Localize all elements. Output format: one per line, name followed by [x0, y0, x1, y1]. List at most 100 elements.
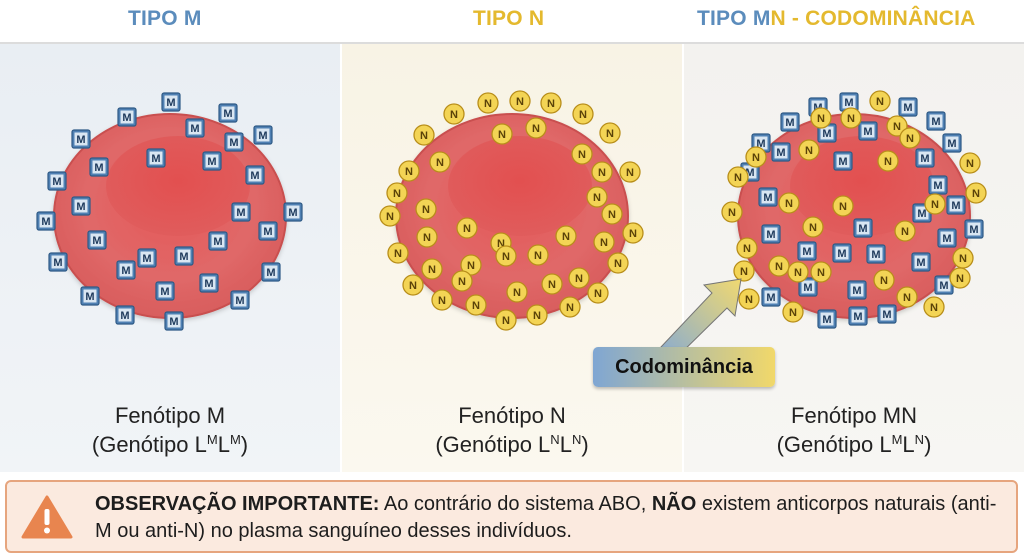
svg-text:N: N	[745, 294, 753, 306]
antigen-m-square: M	[898, 97, 918, 117]
svg-text:M: M	[85, 291, 94, 303]
antigen-n-circle: N	[591, 161, 613, 183]
antigen-n-circle: N	[949, 267, 971, 289]
header-divider	[0, 42, 1024, 44]
antigen-m-square: M	[202, 151, 222, 171]
svg-text:M: M	[939, 280, 948, 292]
antigen-m-square: M	[847, 280, 867, 300]
antigen-m-square: M	[911, 252, 931, 272]
panel-divider	[340, 44, 342, 472]
antigen-n-circle: N	[421, 258, 443, 280]
antigen-n-circle: N	[959, 152, 981, 174]
svg-text:M: M	[121, 265, 130, 277]
antigen-m-square: M	[258, 221, 278, 241]
svg-text:N: N	[608, 209, 616, 221]
svg-text:M: M	[951, 200, 960, 212]
antigen-n-circle: N	[571, 143, 593, 165]
antigen-n-circle: N	[607, 252, 629, 274]
svg-text:M: M	[266, 267, 275, 279]
antigen-n-circle: N	[491, 123, 513, 145]
antigen-n-circle: N	[527, 244, 549, 266]
antigen-n-circle: N	[495, 309, 517, 331]
antigen-n-circle: N	[465, 294, 487, 316]
antigen-n-circle: N	[495, 245, 517, 267]
svg-text:M: M	[169, 316, 178, 328]
codominance-label: Codominância	[593, 347, 775, 387]
svg-text:N: N	[409, 280, 417, 292]
antigen-n-circle: N	[416, 226, 438, 248]
svg-text:N: N	[594, 288, 602, 300]
svg-text:M: M	[229, 137, 238, 149]
antigen-n-circle: N	[733, 260, 755, 282]
svg-text:N: N	[420, 130, 428, 142]
svg-text:N: N	[497, 238, 505, 250]
antigen-n-circle: N	[540, 92, 562, 114]
title-tipo-m: TIPO M	[128, 7, 202, 30]
antigen-n-circle: N	[619, 161, 641, 183]
svg-text:N: N	[901, 226, 909, 238]
svg-text:N: N	[578, 149, 586, 161]
svg-text:M: M	[822, 128, 831, 140]
antigen-n-circle: N	[727, 166, 749, 188]
antigen-n-circle: N	[896, 286, 918, 308]
phenotype-label: Fenótipo MN	[791, 403, 917, 428]
svg-text:N: N	[566, 302, 574, 314]
svg-text:M: M	[52, 176, 61, 188]
antigen-n-circle: N	[477, 92, 499, 114]
svg-text:M: M	[207, 156, 216, 168]
antigen-m-square: M	[71, 196, 91, 216]
svg-text:M: M	[235, 295, 244, 307]
antigen-m-square: M	[915, 148, 935, 168]
svg-text:N: N	[516, 96, 524, 108]
note-text-2: existem anticorpos naturais (anti-M ou a…	[95, 493, 997, 542]
antigen-n-circle: N	[456, 217, 478, 239]
antigen-m-square: M	[231, 202, 251, 222]
svg-text:N: N	[386, 211, 394, 223]
antigen-n-circle: N	[601, 203, 623, 225]
antigen-m-square: M	[942, 133, 962, 153]
svg-text:N: N	[740, 266, 748, 278]
antigen-m-square: M	[115, 305, 135, 325]
antigen-m-square: M	[761, 224, 781, 244]
svg-text:M: M	[94, 162, 103, 174]
antigen-m-square: M	[771, 142, 791, 162]
svg-text:N: N	[458, 276, 466, 288]
antigen-n-circle: N	[810, 261, 832, 283]
note-bold-lead: OBSERVAÇÃO IMPORTANTE:	[95, 493, 380, 515]
genotype-label: (Genótipo LMLM)	[91, 432, 249, 457]
svg-text:N: N	[547, 98, 555, 110]
svg-text:N: N	[839, 201, 847, 213]
antigen-n-circle: N	[506, 281, 528, 303]
note-text: OBSERVAÇÃO IMPORTANTE: Ao contrário do s…	[95, 491, 1005, 545]
svg-text:M: M	[41, 216, 50, 228]
title-mn-rest: N - CODOMINÂNCIA	[770, 7, 976, 30]
antigen-n-circle: N	[899, 127, 921, 149]
antigen-m-square: M	[137, 248, 157, 268]
svg-text:M: M	[969, 224, 978, 236]
antigen-n-circle: N	[738, 288, 760, 310]
antigen-n-circle: N	[568, 267, 590, 289]
svg-text:N: N	[423, 232, 431, 244]
svg-text:N: N	[428, 264, 436, 276]
antigen-n-circle: N	[525, 117, 547, 139]
svg-text:N: N	[614, 258, 622, 270]
antigen-m-square: M	[877, 304, 897, 324]
antigen-m-square: M	[185, 118, 205, 138]
antigen-m-square: M	[946, 195, 966, 215]
note-bold-mid: NÃO	[651, 493, 697, 515]
antigen-n-circle: N	[782, 301, 804, 323]
antigen-m-square: M	[80, 286, 100, 306]
svg-text:M: M	[802, 246, 811, 258]
antigen-m-square: M	[146, 148, 166, 168]
antigen-m-square: M	[934, 275, 954, 295]
svg-text:M: M	[776, 147, 785, 159]
antigen-n-circle: N	[379, 205, 401, 227]
antigen-n-circle: N	[541, 273, 563, 295]
svg-text:N: N	[606, 128, 614, 140]
svg-text:M: M	[142, 253, 151, 265]
svg-text:N: N	[884, 156, 892, 168]
antigen-n-circle: N	[721, 201, 743, 223]
antigen-n-circle: N	[894, 220, 916, 242]
antigen-n-circle: N	[923, 296, 945, 318]
